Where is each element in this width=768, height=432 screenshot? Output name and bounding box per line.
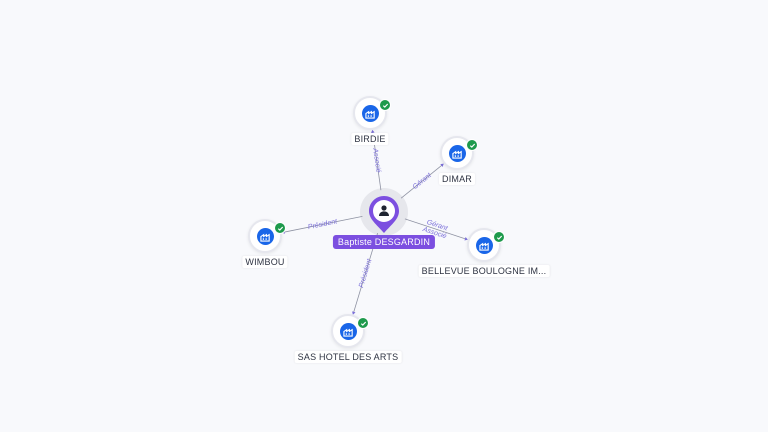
check-icon — [493, 231, 505, 243]
edge-role-label: Président — [307, 218, 338, 231]
check-icon — [274, 222, 286, 234]
check-icon — [379, 99, 391, 111]
building-icon — [361, 104, 379, 122]
person-name-label[interactable]: Baptiste DESGARDIN — [332, 235, 436, 249]
check-icon — [466, 139, 478, 151]
company-label-sas-hotel-des-arts[interactable]: SAS HOTEL DES ARTS — [294, 351, 402, 363]
person-pin[interactable] — [367, 195, 401, 235]
building-icon — [256, 227, 274, 245]
edge-bellevue — [404, 218, 468, 240]
edge-role-label: Président — [358, 257, 374, 288]
edge-dimar — [400, 164, 444, 199]
edge-wimbou — [282, 215, 363, 233]
edge-arrow-dimar — [440, 163, 444, 167]
building-icon — [475, 236, 493, 254]
person-icon — [379, 205, 389, 216]
company-node-circle[interactable] — [467, 228, 501, 262]
check-icon — [357, 317, 369, 329]
company-label-birdie[interactable]: BIRDIE — [351, 133, 389, 145]
building-icon — [448, 144, 466, 162]
company-node-circle[interactable] — [440, 136, 474, 170]
company-label-wimbou[interactable]: WIMBOU — [242, 256, 288, 268]
edge-arrow-sashotel — [352, 311, 356, 315]
edge-arrow-birdie — [371, 129, 375, 134]
building-icon — [339, 322, 357, 340]
company-label-bellevue[interactable]: BELLEVUE BOULOGNE IM... — [418, 265, 550, 277]
company-label-dimar[interactable]: DIMAR — [439, 173, 475, 185]
edge-role-label: Associé — [371, 147, 382, 173]
